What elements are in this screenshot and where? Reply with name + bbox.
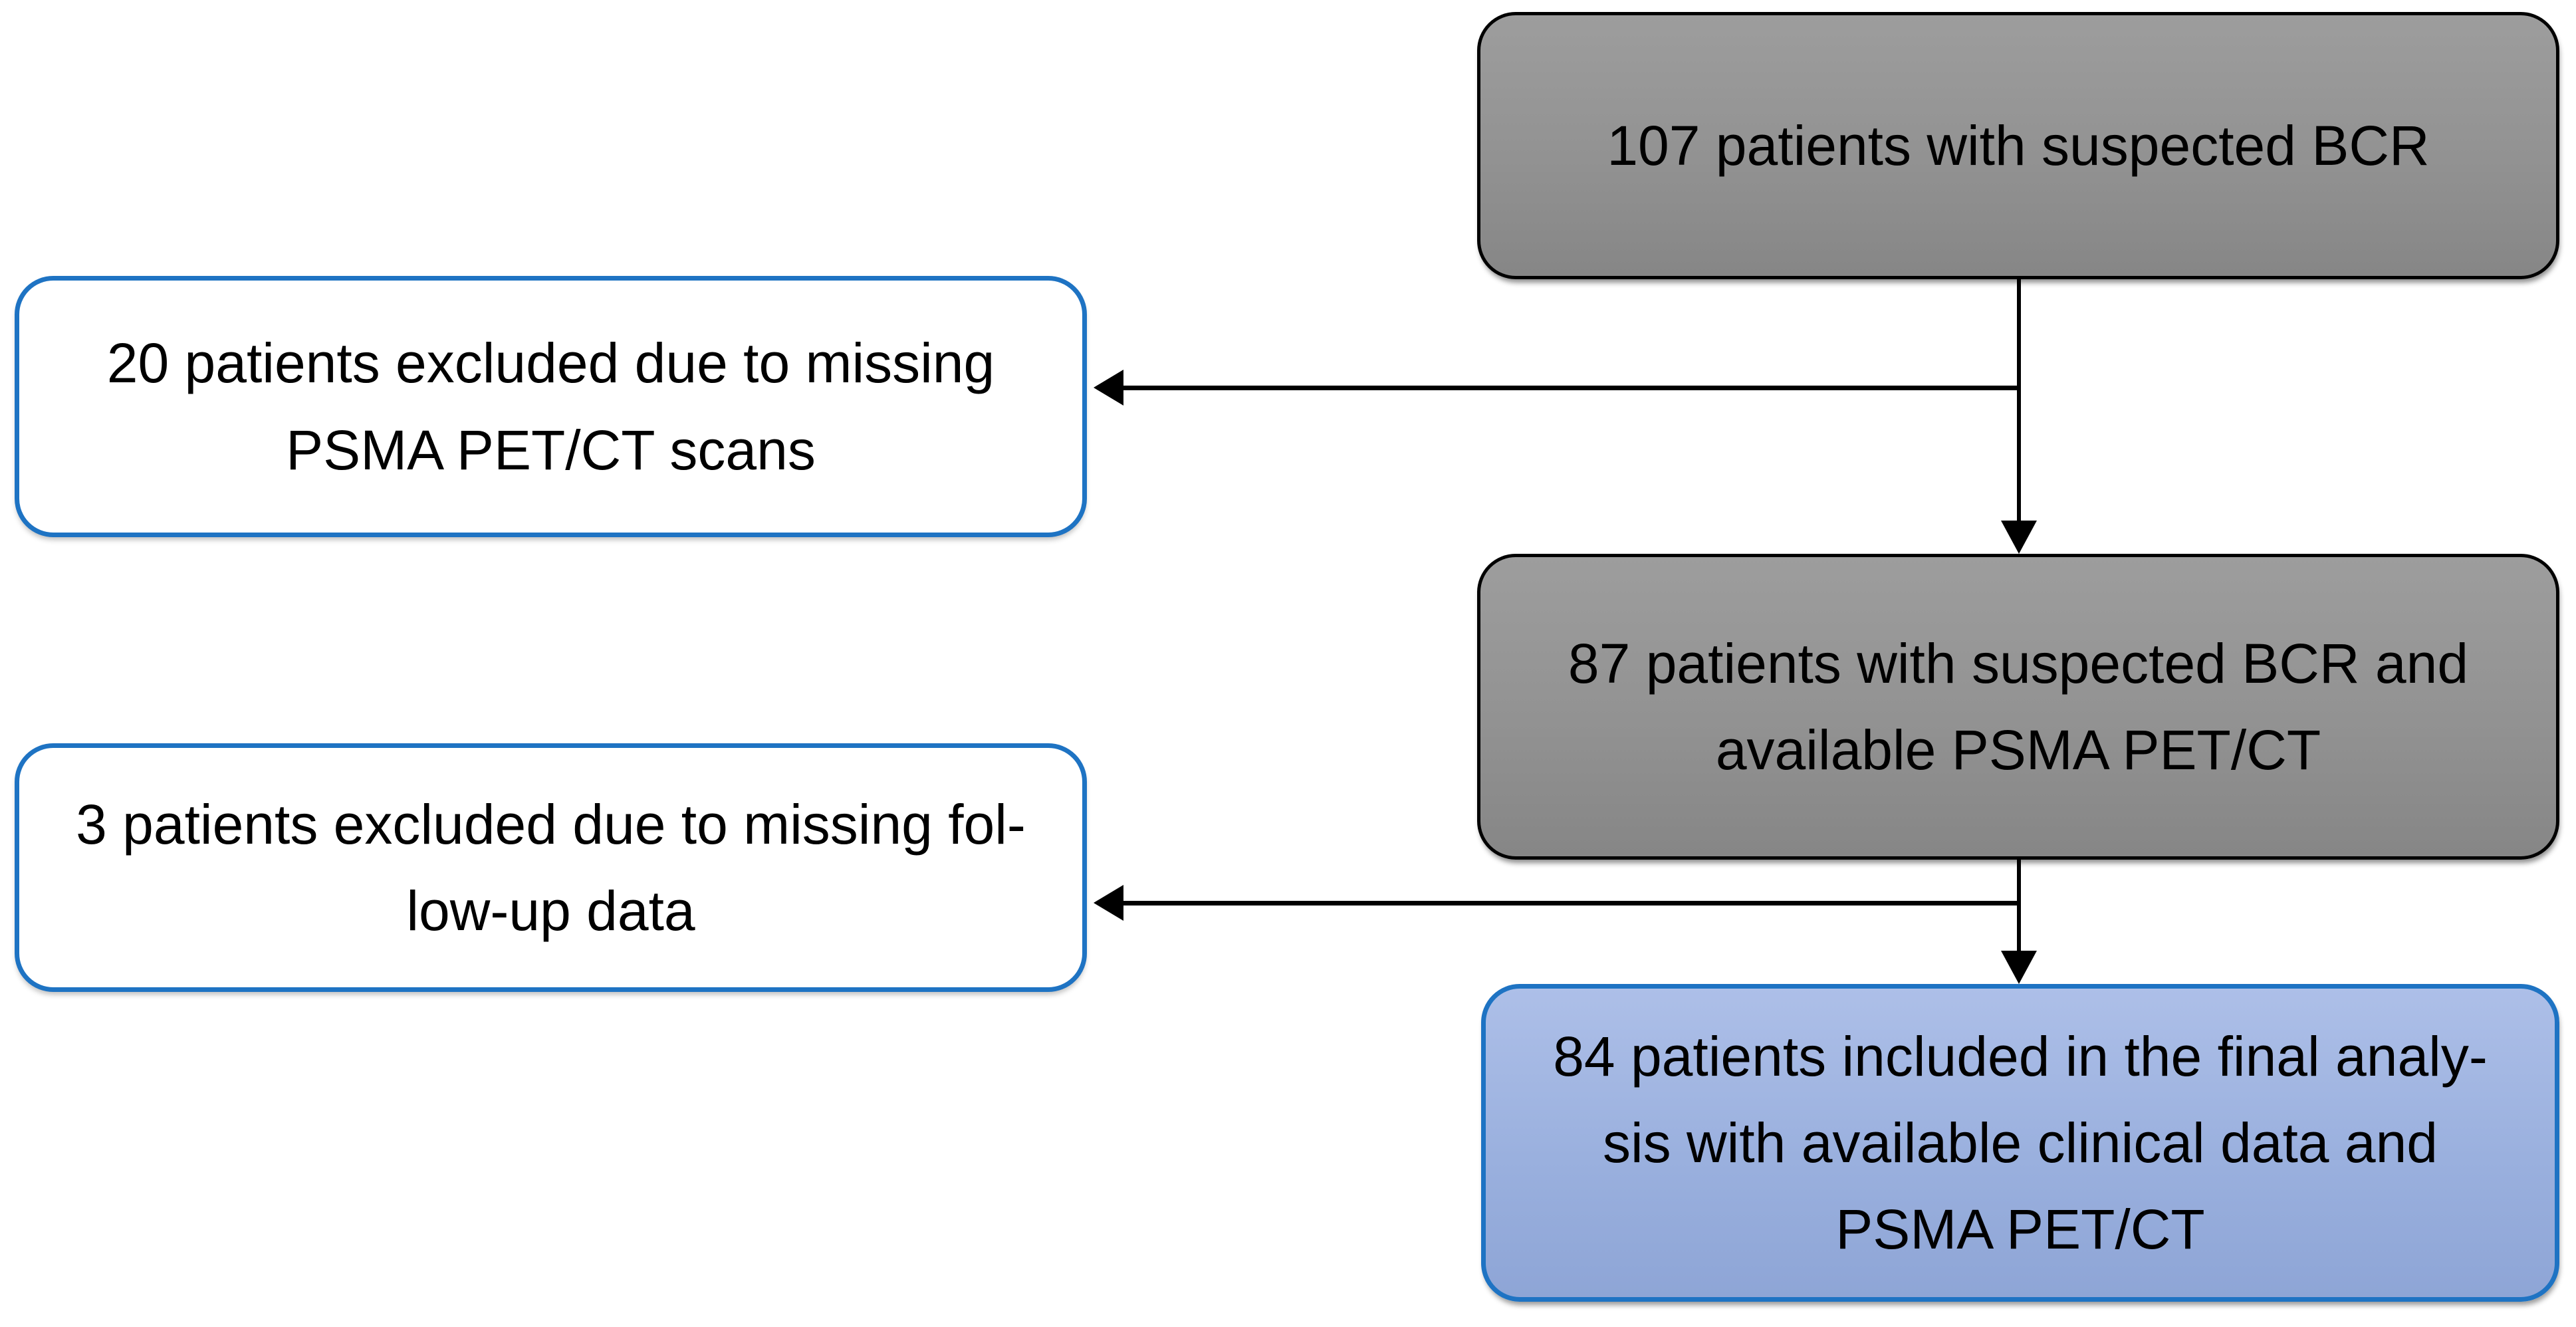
node-excluded-missing-followup: 3 patients excluded due to missing fol- … [15, 743, 1087, 992]
connector-withpet-to-final-line [2017, 860, 2021, 954]
node-excluded-missing-followup-text-line-2: low-up data [406, 880, 695, 942]
node-excluded-missing-pet-scans: 20 patients excluded due to missing PSMA… [15, 276, 1087, 537]
node-final-analysis-cohort-text-line-3: PSMA PET/CT [1835, 1198, 2205, 1261]
node-cohort-with-pet: 87 patients with suspected BCR and avail… [1477, 554, 2559, 860]
arrowhead-left-icon [1094, 370, 1123, 406]
arrowhead-down-icon [2001, 951, 2037, 984]
connector-branch-to-excluded-followup-line [1122, 901, 2021, 905]
node-initial-cohort-text: 107 patients with suspected BCR [1607, 114, 2430, 177]
node-excluded-missing-pet-scans-text-line-1: 20 patients excluded due to missing [106, 332, 995, 395]
node-final-analysis-cohort: 84 patients included in the final analy-… [1481, 984, 2559, 1302]
arrowhead-left-icon [1094, 885, 1123, 921]
node-final-analysis-cohort-text-line-2: sis with available clinical data and [1602, 1111, 2438, 1174]
connector-branch-to-excluded-pet-line [1122, 386, 2021, 390]
node-excluded-missing-pet-scans-text-line-2: PSMA PET/CT scans [286, 418, 816, 481]
node-initial-cohort: 107 patients with suspected BCR [1477, 12, 2559, 279]
node-excluded-missing-followup-text-line-1: 3 patients excluded due to missing fol- [76, 792, 1026, 856]
connector-initial-to-withpet-line [2017, 279, 2021, 524]
node-final-analysis-cohort-text-line-1: 84 patients included in the final analy- [1553, 1025, 2488, 1088]
node-cohort-with-pet-text-line-1: 87 patients with suspected BCR and [1568, 632, 2469, 695]
arrowhead-down-icon [2001, 521, 2037, 554]
node-cohort-with-pet-text-line-2: available PSMA PET/CT [1715, 719, 2321, 781]
